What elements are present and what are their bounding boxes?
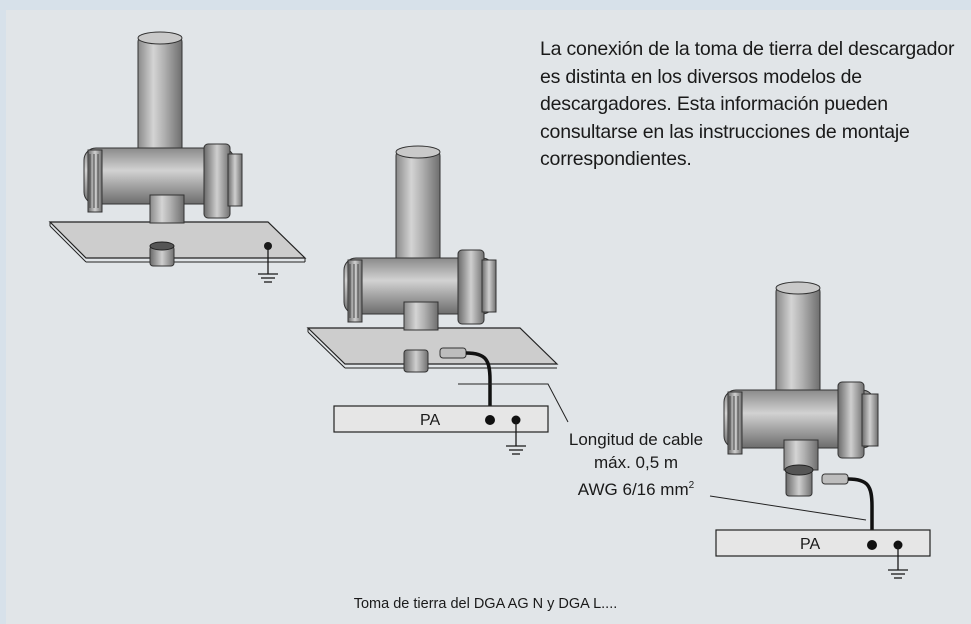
description-text: La conexión de la toma de tierra del des… (540, 38, 955, 170)
pa-bar-1 (333, 405, 549, 433)
pa-label-2: PA (800, 536, 820, 553)
cable-label-line3-text: AWG 6/16 mm (577, 480, 689, 499)
arrester-1-tube (137, 35, 183, 157)
mounting-plate-2 (306, 327, 559, 365)
background-strip-left (0, 0, 6, 624)
background-strip-top (0, 0, 971, 10)
arrester-2-coupling-nut (457, 249, 485, 325)
cable-label-line1: Longitud de cable (568, 430, 704, 449)
ground-cable-3 (847, 477, 874, 545)
ground-symbol-1 (258, 246, 278, 283)
figure-caption: Toma de tierra del DGA AG N y DGA L.... (353, 596, 618, 612)
cable-label-line2: máx. 0,5 m (593, 453, 679, 472)
ground-symbol-3 (888, 545, 908, 579)
ground-symbol-2 (506, 420, 526, 455)
arrester-2 (306, 145, 569, 455)
cable-length-leader (458, 383, 569, 423)
arrester-2-ground-nut (403, 349, 429, 373)
ground-cable-2 (465, 351, 492, 420)
arrester-3-coupling-nut (837, 381, 865, 459)
arrester-2-tube (395, 149, 441, 271)
cable-length-label: Longitud de cable máx. 0,5 m AWG 6/16 mm… (548, 428, 724, 501)
cable-label-leader (709, 495, 867, 521)
arrester-1 (48, 31, 307, 283)
pa-label-1: PA (420, 412, 440, 429)
cable-label-line3-sup: 2 (688, 480, 695, 491)
arrester-3 (709, 281, 931, 579)
arrester-1-coupling-nut (203, 143, 231, 219)
cable-label-line3: AWG 6/16 mm2 (548, 474, 724, 501)
mounting-plate-1 (48, 221, 307, 259)
